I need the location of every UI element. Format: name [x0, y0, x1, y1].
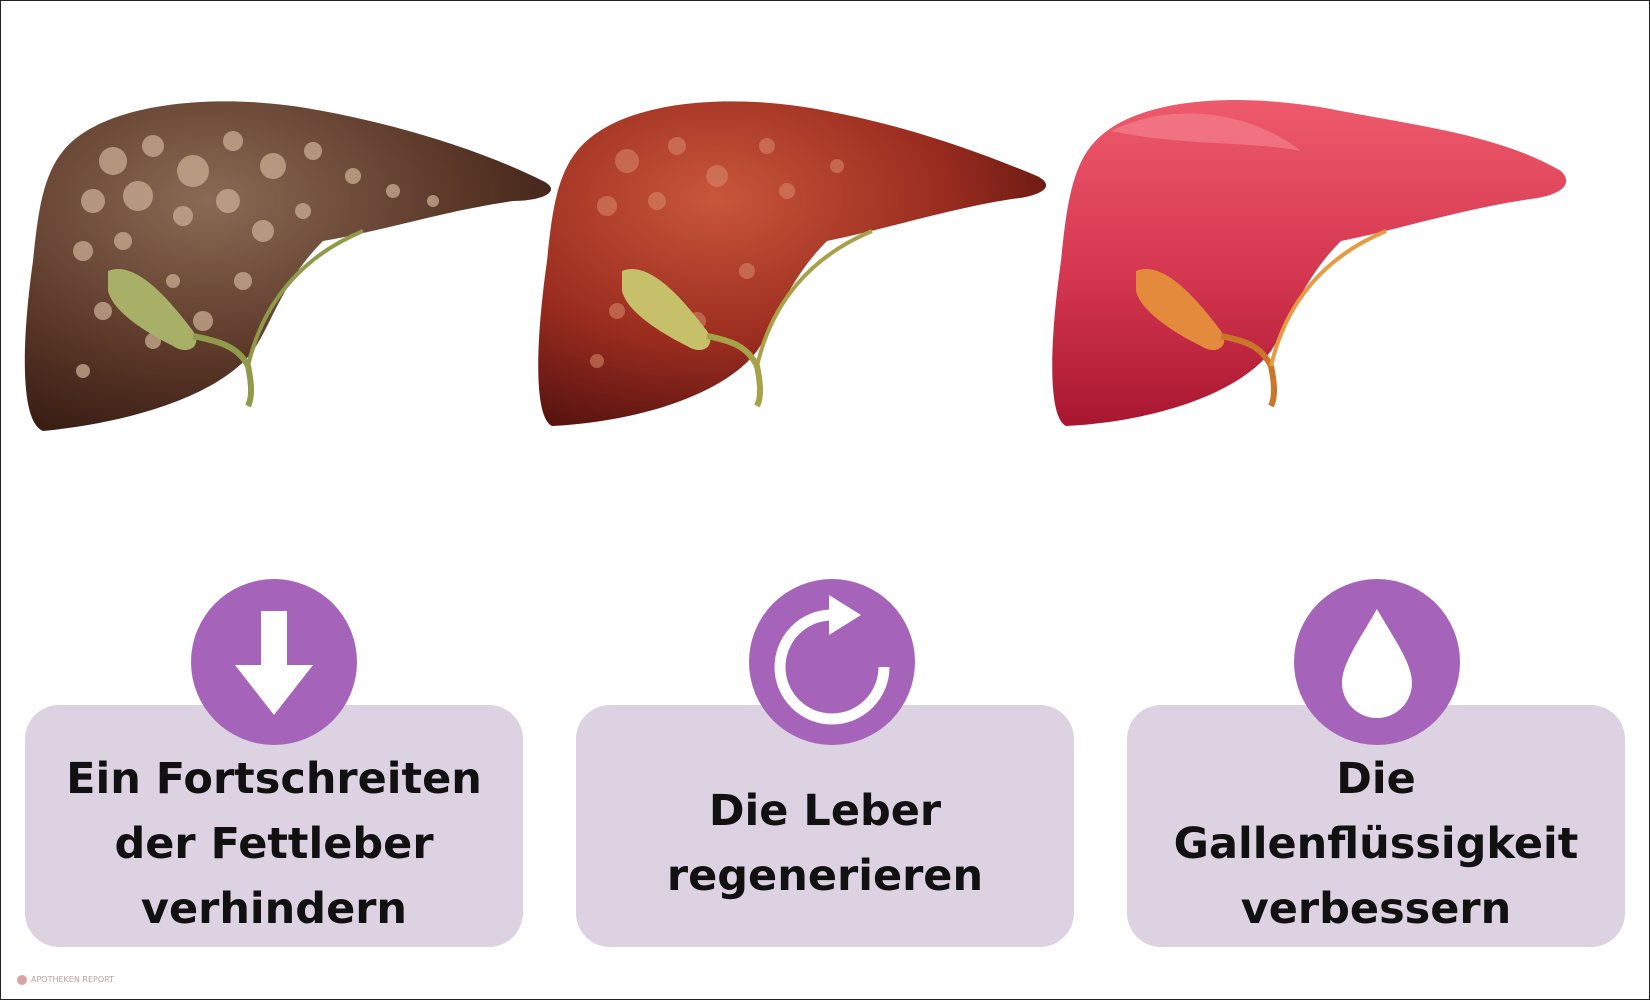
brand-logo: APOTHEKEN REPORT: [17, 975, 114, 985]
fatty-liver-illustration: [23, 91, 563, 451]
regenerating-liver-illustration: [537, 91, 1057, 446]
logo-text: APOTHEKEN REPORT: [31, 975, 114, 984]
drop-icon: [1294, 579, 1460, 745]
healthy-liver-illustration: [1051, 91, 1571, 441]
refresh-icon: [749, 579, 915, 745]
card-text: Die Leber regenerieren: [666, 786, 984, 901]
card-prevent-progression: Ein Fortschreiten der Fettleber verhinde…: [25, 705, 523, 947]
card-text: Ein Fortschreiten der Fettleber verhinde…: [66, 753, 482, 934]
card-regenerate-liver: Die Leber regenerieren: [576, 705, 1074, 947]
logo-mark: [17, 975, 27, 985]
card-improve-bile: Die Gallenflüssigkeit verbessern: [1127, 705, 1625, 947]
liver-illustrations: [1, 1, 1650, 481]
card-text: Die Gallenflüssigkeit verbessern: [1173, 753, 1579, 934]
arrow-down-icon: [191, 579, 357, 745]
